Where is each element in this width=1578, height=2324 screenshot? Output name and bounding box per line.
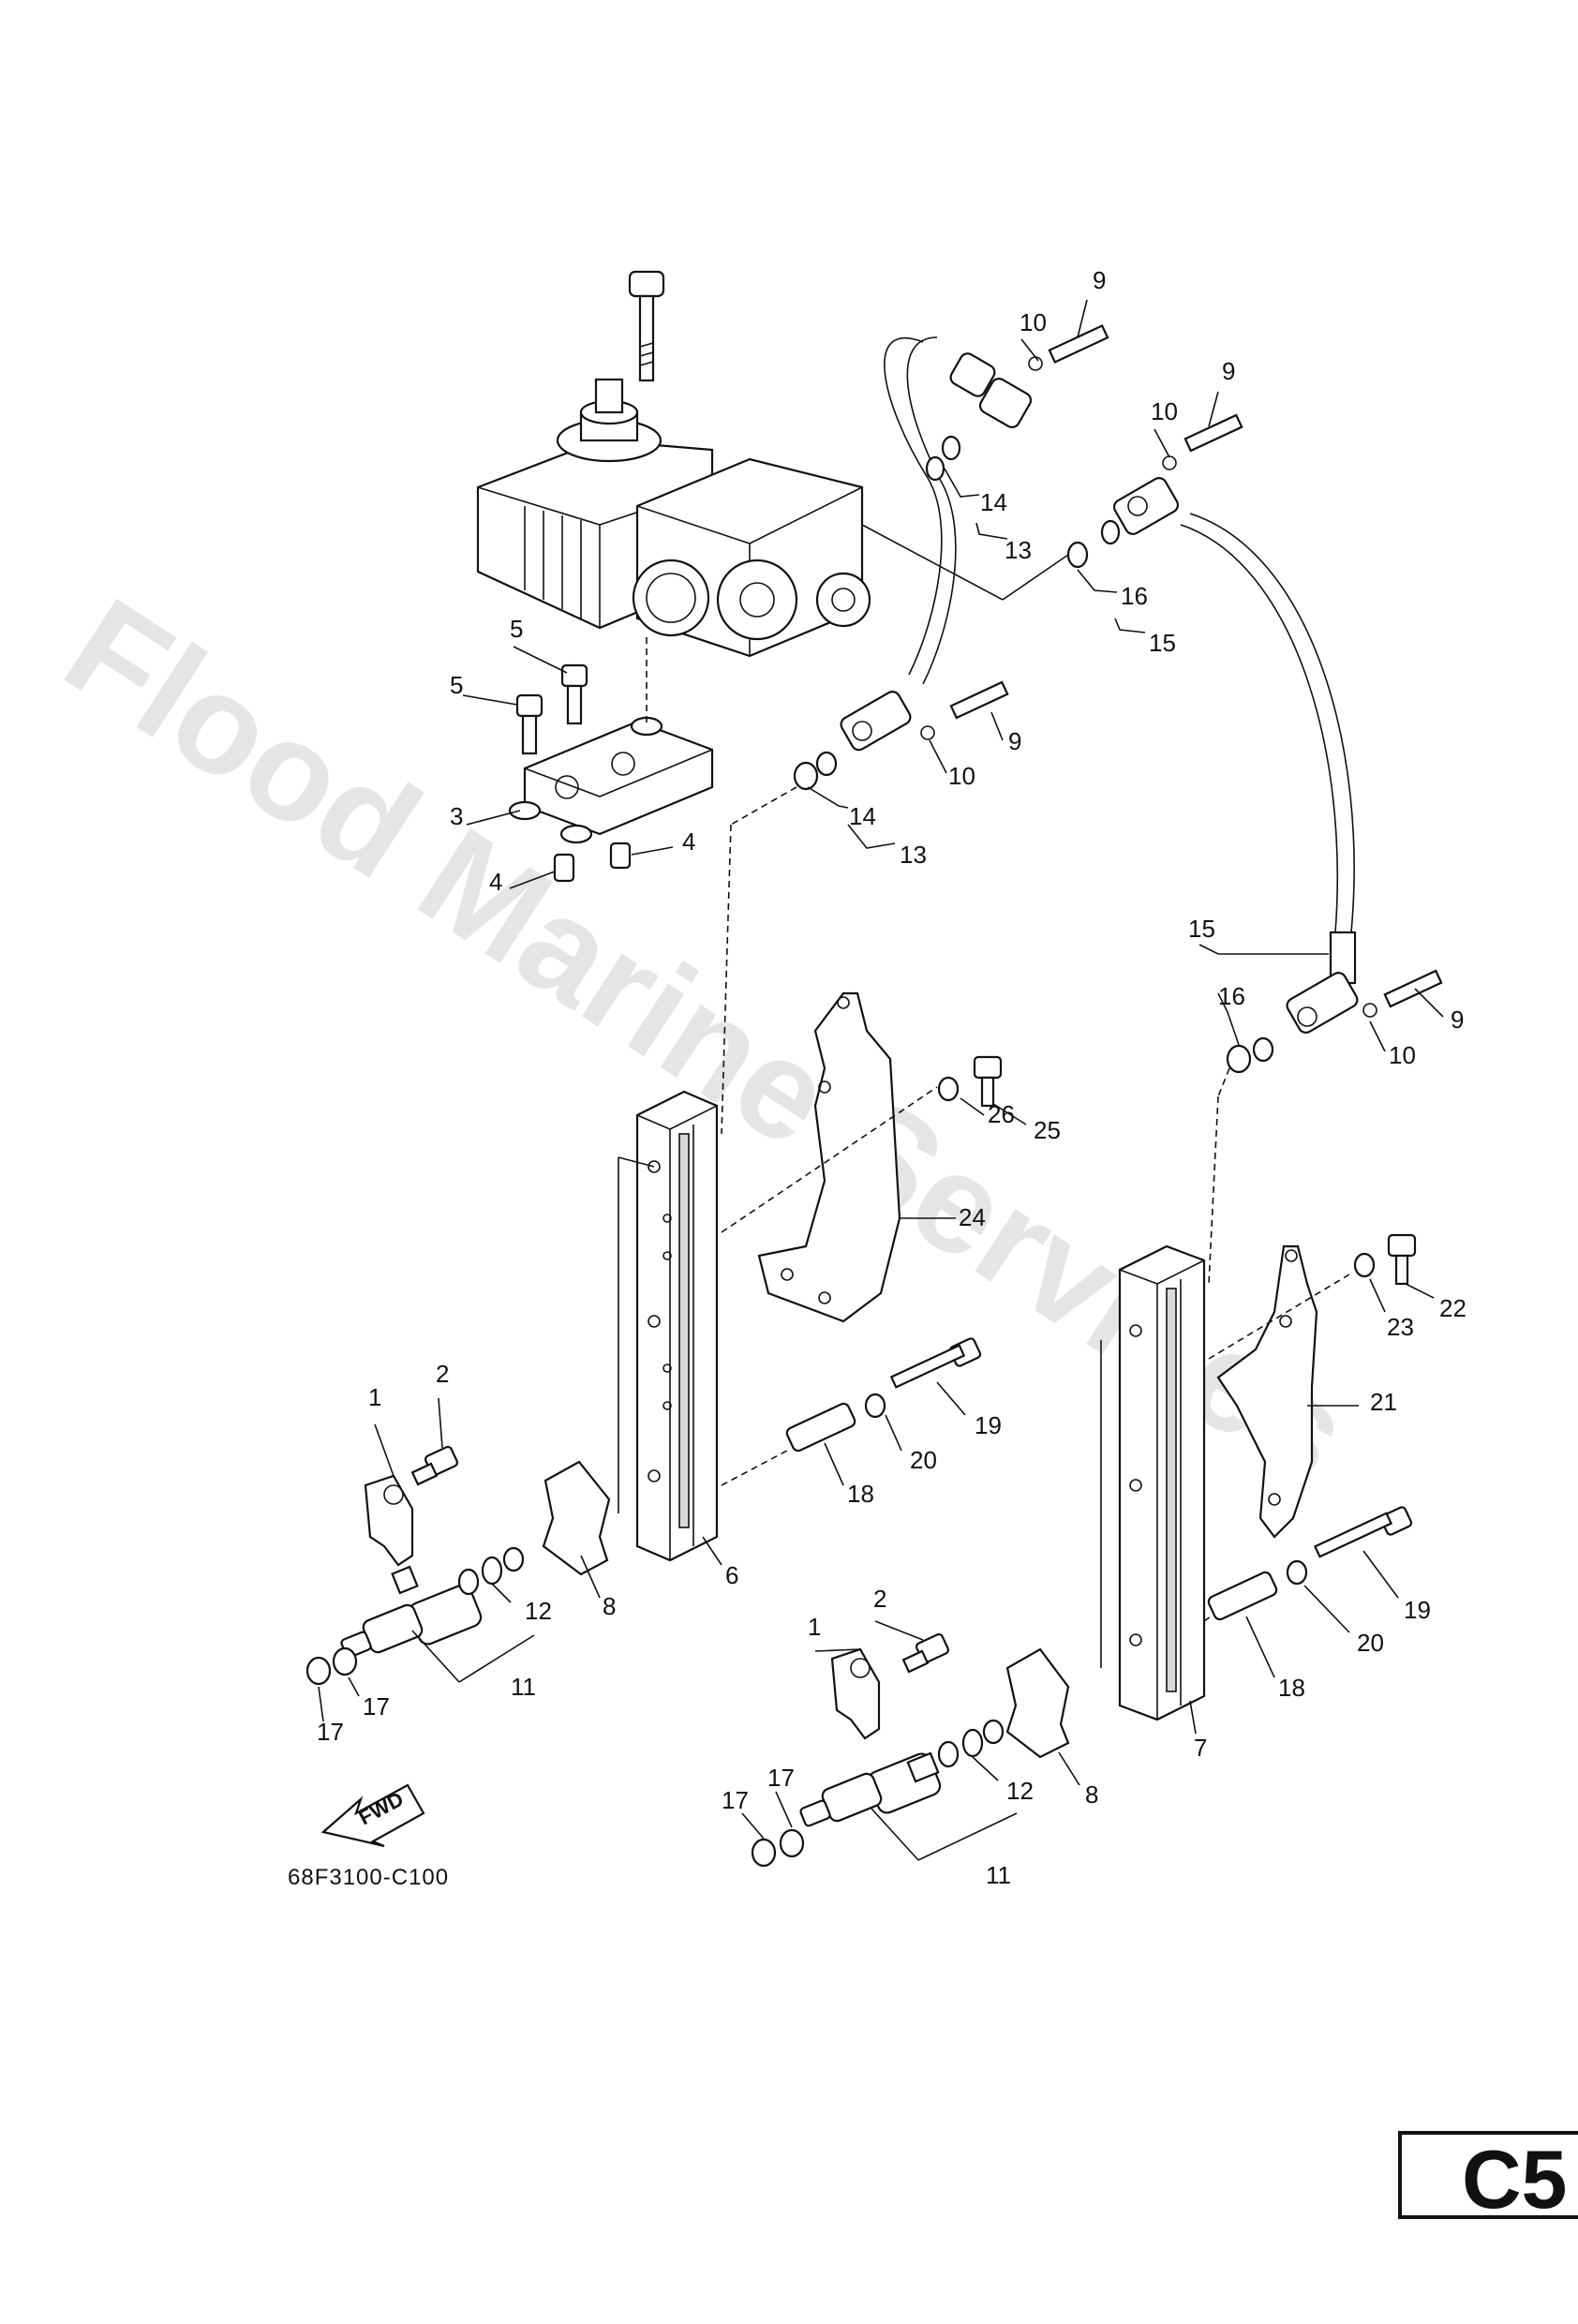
callout-23: 23 bbox=[1387, 1313, 1414, 1341]
callout-10: 10 bbox=[1151, 397, 1178, 425]
callout-20: 20 bbox=[1357, 1629, 1384, 1657]
callout-18: 18 bbox=[847, 1480, 874, 1508]
callout-13: 13 bbox=[1005, 536, 1032, 564]
fuel-rail-left bbox=[635, 1090, 719, 1562]
injector-right bbox=[799, 1719, 1005, 1827]
callout-2: 2 bbox=[436, 1360, 449, 1388]
callout-8: 8 bbox=[603, 1592, 616, 1620]
callout-6: 6 bbox=[725, 1561, 738, 1589]
callout-15: 15 bbox=[1149, 629, 1176, 657]
callout-9: 9 bbox=[1451, 1006, 1464, 1034]
callout-12: 12 bbox=[1006, 1777, 1034, 1805]
bracket-24 bbox=[757, 991, 901, 1323]
callout-11: 11 bbox=[986, 1861, 1011, 1889]
callout-labels: 9109101413161555910344141315169102625242… bbox=[317, 266, 1466, 1889]
callout-9: 9 bbox=[1008, 727, 1021, 755]
injector-left bbox=[340, 1546, 525, 1659]
callout-25: 25 bbox=[1034, 1116, 1061, 1144]
page-code: C5 bbox=[1462, 2133, 1568, 2226]
callout-17: 17 bbox=[363, 1692, 390, 1721]
callout-5: 5 bbox=[450, 671, 463, 699]
callout-20: 20 bbox=[910, 1446, 937, 1474]
callout-17: 17 bbox=[722, 1786, 749, 1814]
callout-18: 18 bbox=[1278, 1674, 1305, 1702]
callout-16: 16 bbox=[1121, 582, 1148, 610]
fuel-rail-right bbox=[1118, 1244, 1206, 1721]
callout-9: 9 bbox=[1093, 266, 1106, 294]
callout-9: 9 bbox=[1222, 357, 1235, 385]
callout-21: 21 bbox=[1370, 1388, 1397, 1416]
callout-13: 13 bbox=[900, 841, 927, 869]
pump-bracket bbox=[508, 663, 714, 883]
callout-24: 24 bbox=[959, 1203, 986, 1231]
callout-3: 3 bbox=[450, 802, 463, 830]
callout-19: 19 bbox=[975, 1411, 1002, 1439]
fuel-pump-assembly bbox=[476, 270, 871, 658]
callout-11: 11 bbox=[511, 1673, 536, 1701]
callout-10: 10 bbox=[1389, 1041, 1416, 1069]
callout-17: 17 bbox=[317, 1718, 344, 1746]
callout-4: 4 bbox=[682, 827, 695, 856]
fwd-arrow: FWD bbox=[320, 1783, 425, 1848]
callout-14: 14 bbox=[980, 488, 1007, 516]
callout-2: 2 bbox=[873, 1585, 886, 1613]
callout-15: 15 bbox=[1188, 915, 1215, 943]
callout-19: 19 bbox=[1404, 1596, 1431, 1624]
page-code-box: C5 bbox=[1398, 2131, 1578, 2226]
callout-7: 7 bbox=[1194, 1734, 1207, 1762]
callout-22: 22 bbox=[1439, 1294, 1466, 1322]
part-number: 68F3100-C100 bbox=[288, 1865, 449, 1890]
callout-10: 10 bbox=[948, 762, 975, 790]
bracket-21 bbox=[1216, 1244, 1318, 1539]
callout-14: 14 bbox=[849, 802, 876, 830]
callout-1: 1 bbox=[368, 1383, 381, 1411]
callout-8: 8 bbox=[1085, 1780, 1098, 1809]
callout-1: 1 bbox=[808, 1613, 821, 1641]
callout-26: 26 bbox=[988, 1100, 1015, 1128]
callout-5: 5 bbox=[510, 615, 523, 643]
callout-17: 17 bbox=[767, 1764, 795, 1792]
callout-4: 4 bbox=[489, 868, 502, 896]
callout-10: 10 bbox=[1020, 308, 1047, 336]
callout-16: 16 bbox=[1218, 982, 1245, 1010]
callout-12: 12 bbox=[525, 1597, 552, 1625]
